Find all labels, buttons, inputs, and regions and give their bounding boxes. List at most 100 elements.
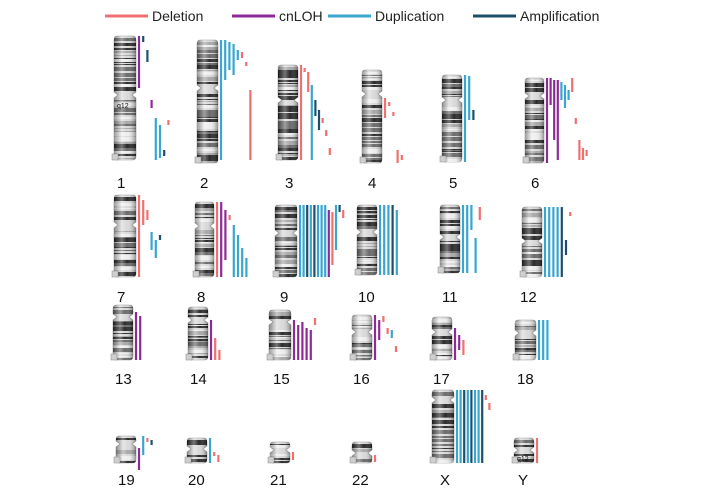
chromosome-label: 16	[353, 371, 370, 388]
chromosome-4: 4	[359, 69, 403, 192]
legend-item-deletion: Deletion	[105, 8, 203, 24]
chromosome-shading	[114, 36, 136, 160]
band-group	[432, 390, 454, 463]
chromosome-shading	[269, 310, 291, 360]
band-group	[278, 65, 298, 160]
chromosome-shading	[522, 207, 542, 277]
chromosome-1: q12 1	[111, 35, 170, 192]
base-marker	[437, 266, 445, 274]
chromosome-shading	[197, 40, 218, 163]
base-marker	[275, 153, 283, 161]
band-group	[113, 305, 133, 360]
chromosome-shading	[352, 315, 372, 360]
band-group	[525, 78, 544, 163]
chromosome-7: 7	[111, 194, 162, 306]
base-marker	[429, 456, 437, 464]
chromosome-shading	[525, 78, 544, 163]
base-marker	[110, 353, 118, 361]
band-group	[357, 205, 377, 275]
chromosome-shading	[116, 436, 136, 463]
chromosome-5: 5	[439, 74, 475, 192]
band-group	[352, 442, 372, 463]
chromosome-6: 6	[522, 77, 588, 192]
legend-label-duplication: Duplication	[375, 8, 444, 24]
chromosome-shading	[432, 317, 452, 360]
chromosome-18: 18	[512, 319, 549, 388]
chromosome-shading	[195, 202, 214, 277]
chromosome-shading	[188, 307, 208, 360]
base-marker	[192, 270, 200, 278]
chromosome-shading	[113, 305, 133, 360]
base-marker	[111, 153, 119, 161]
chromosome-14: 14	[185, 306, 221, 388]
band-group	[197, 40, 218, 163]
chromosome-9: 9	[272, 204, 345, 306]
band-group	[188, 307, 208, 360]
chromosome-label: 20	[188, 472, 205, 489]
chromosome-shading	[187, 438, 207, 463]
band-label: q12	[117, 103, 129, 110]
chromosome-label: 22	[352, 472, 369, 489]
band-group	[442, 75, 462, 162]
band-group	[187, 438, 207, 463]
chromosome-12: 12	[519, 206, 572, 306]
chromosome-2: 2	[194, 39, 252, 192]
band-group	[116, 436, 136, 463]
legend-item-duplication: Duplication	[328, 8, 444, 24]
chromosome-label: 21	[270, 472, 287, 489]
chromosome-label: 19	[118, 472, 135, 489]
chromosome-11: 11	[437, 204, 481, 306]
chromosome-20: 20	[184, 437, 220, 489]
chromosome-label: 11	[442, 289, 458, 306]
chromosome-3: 3	[275, 64, 331, 192]
band-group	[352, 315, 372, 360]
base-marker	[519, 270, 527, 278]
chromosome-label: 2	[200, 175, 208, 192]
chromosome-shading	[514, 438, 534, 463]
chromosome-17: 17	[429, 316, 465, 388]
band-group	[515, 320, 536, 360]
chromosome-shading	[515, 320, 536, 360]
chromosome-label: 7	[117, 289, 125, 306]
chromosome-label: 1	[117, 175, 125, 192]
chromosome-shading	[357, 205, 377, 275]
base-marker	[349, 456, 357, 464]
chromosome-shading	[352, 442, 372, 463]
base-marker	[113, 456, 121, 464]
legend: Deletion cnLOH Duplication Amplification	[105, 8, 599, 24]
chromosome-shading	[432, 390, 454, 463]
legend-item-amplification: Amplification	[473, 8, 599, 24]
chromosome-15: 15	[266, 309, 317, 388]
base-marker	[194, 156, 202, 164]
chromosome-label: 3	[285, 175, 293, 192]
chromosome-label: 8	[197, 289, 205, 306]
base-marker	[267, 456, 275, 464]
band-label: q12	[517, 456, 529, 463]
band-group	[514, 438, 534, 463]
band-group	[195, 202, 214, 277]
chromosome-16: 16	[349, 314, 398, 388]
chromosome-label: 6	[531, 175, 539, 192]
base-marker	[429, 353, 437, 361]
chromosome-label: 13	[115, 371, 132, 388]
band-group	[362, 70, 382, 163]
base-marker	[522, 156, 530, 164]
chromosome-label: 12	[520, 289, 537, 306]
chromosome-22: 22	[349, 441, 377, 489]
base-marker	[266, 353, 274, 361]
chromosome-label: 9	[280, 289, 288, 306]
band-group	[275, 205, 297, 277]
chromosome-shading	[275, 205, 297, 277]
band-group	[440, 205, 460, 273]
band-group	[114, 195, 136, 277]
chromosome-8: 8	[192, 201, 248, 306]
chromosome-shading	[442, 75, 462, 162]
base-marker	[185, 353, 193, 361]
chromosome-19: 19	[113, 435, 153, 489]
base-marker	[272, 270, 280, 278]
base-marker	[349, 353, 357, 361]
base-marker	[359, 156, 367, 164]
band-group	[114, 36, 136, 160]
